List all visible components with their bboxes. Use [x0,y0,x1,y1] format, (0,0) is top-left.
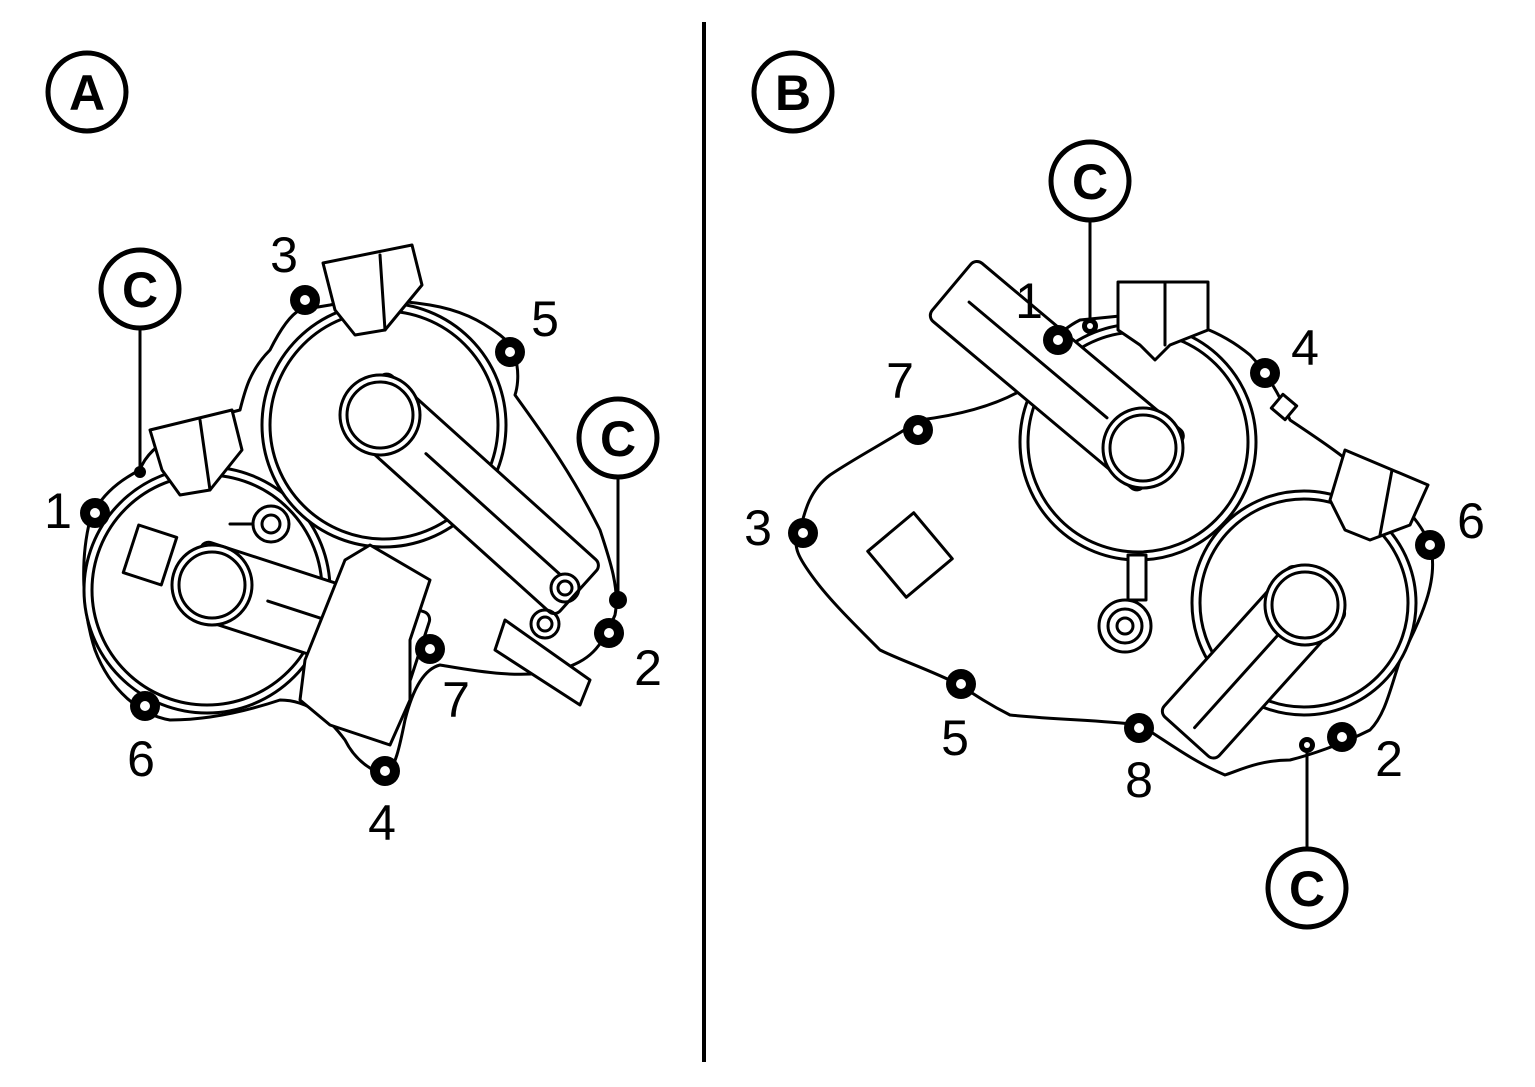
panel-b-bolt-7-label: 7 [886,353,914,409]
panel-a-callout-c-right: C [576,396,660,609]
panel-b-bolt-3-label: 3 [744,500,772,556]
panel-a-bolt-7: 7 [415,634,470,728]
panel-a-bolt-3-label: 3 [270,227,298,283]
panel-b-bolt-8-label: 8 [1125,752,1153,808]
panel-a-bolt-5: 5 [495,291,559,367]
panel-b-bolt-2: 2 [1327,722,1403,787]
panel-a-bolt-1: 1 [44,483,110,539]
panel-a-tag: A [45,50,129,134]
panel-b-bolt-6: 6 [1415,493,1485,560]
panel-a-bolt-1-label: 1 [44,483,72,539]
panel-a-bolt-6-label: 6 [127,731,155,787]
panel-b-bolt-3: 3 [744,500,818,556]
panel-a-tag-label: A [69,65,105,121]
panel-a-bolt-2-label: 2 [634,640,662,696]
panel-a-callout-c-left: C [98,247,182,478]
panel-b-callout-c-bottom: C [1265,737,1349,930]
panel-a-callout-c-left-label: C [122,262,158,318]
panel-a-bolt-5-label: 5 [531,291,559,347]
panel-a: A [44,50,662,851]
panel-b-bolt-5: 5 [941,669,976,766]
panel-a-callout-c-right-label: C [600,411,636,467]
panel-b-bolt-5-label: 5 [941,710,969,766]
panel-b-cover-drawing [794,259,1435,777]
panel-b: B [744,50,1485,930]
panel-a-bolt-4-label: 4 [368,795,396,851]
panel-a-bolt-4: 4 [368,756,400,851]
panel-b-bolt-4: 4 [1250,320,1319,388]
panel-b-callout-c-top: C [1048,139,1132,334]
panel-b-bolt-8: 8 [1124,713,1154,808]
panel-b-bolt-1-label: 1 [1015,273,1043,329]
panel-b-bolt-2-label: 2 [1375,731,1403,787]
panel-b-bolt-6-label: 6 [1457,493,1485,549]
panel-a-bolt-7-label: 7 [442,672,470,728]
panel-b-bolt-1: 1 [1015,273,1073,355]
panel-a-bolt-3: 3 [270,227,320,315]
panel-b-tag-label: B [775,65,811,121]
panel-b-bolt-7: 7 [886,353,933,445]
panel-b-callout-c-bottom-label: C [1289,861,1325,917]
panel-b-tag: B [751,50,835,134]
panel-b-bolt-4-label: 4 [1291,320,1319,376]
panel-a-bolt-6: 6 [127,691,160,787]
panel-b-callout-c-top-label: C [1072,154,1108,210]
panel-a-bolt-2: 2 [594,618,662,696]
panel-a-cover-drawing [82,243,618,777]
